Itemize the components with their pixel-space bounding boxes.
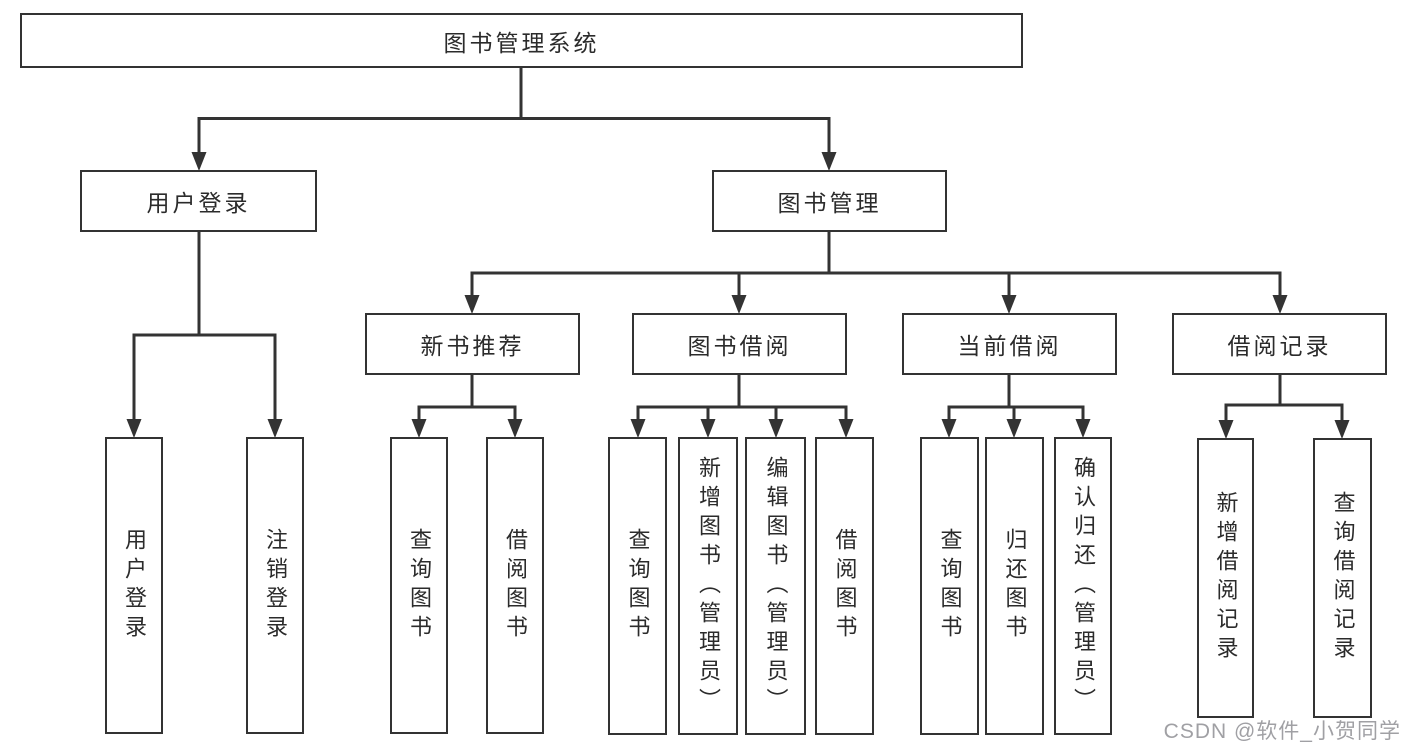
leaf-logout: 注销登录 xyxy=(246,437,304,734)
node-borrow-records: 借阅记录 xyxy=(1172,313,1387,375)
node-current-borrow: 当前借阅 xyxy=(902,313,1117,375)
leaf-confirm-return-admin: 确认归还（管理员） xyxy=(1054,437,1112,735)
leaf-edit-book-admin: 编辑图书（管理员） xyxy=(745,437,806,735)
node-root-system: 图书管理系统 xyxy=(20,13,1023,68)
connector-root-to-level1 xyxy=(191,68,837,171)
node-book-borrow: 图书借阅 xyxy=(632,313,847,375)
leaf-borrow-books: 借阅图书 xyxy=(815,437,874,735)
connector-user-login-branch xyxy=(126,232,283,438)
leaf-query-borrow-record: 查询借阅记录 xyxy=(1313,438,1372,718)
leaf-query-books-borrow: 查询图书 xyxy=(608,437,667,735)
leaf-return-book: 归还图书 xyxy=(985,437,1044,735)
leaf-add-borrow-record: 新增借阅记录 xyxy=(1197,438,1254,718)
node-book-management: 图书管理 xyxy=(712,170,947,232)
node-user-login: 用户登录 xyxy=(80,170,317,232)
connector-book-borrow-branch xyxy=(630,375,854,438)
node-new-book-recommend: 新书推荐 xyxy=(365,313,580,375)
connector-current-borrow-branch xyxy=(941,375,1091,438)
leaf-query-books-current: 查询图书 xyxy=(920,437,979,735)
leaf-user-login: 用户登录 xyxy=(105,437,163,734)
watermark: CSDN @软件_小贺同学 xyxy=(1163,720,1401,743)
leaf-borrow-books-recommend: 借阅图书 xyxy=(486,437,544,734)
connector-borrow-records-branch xyxy=(1218,375,1350,439)
leaf-query-books-recommend: 查询图书 xyxy=(390,437,448,734)
leaf-add-book-admin: 新增图书（管理员） xyxy=(678,437,738,735)
connector-book-management-branch xyxy=(464,232,1288,314)
connector-new-book-recommend-branch xyxy=(411,375,523,438)
